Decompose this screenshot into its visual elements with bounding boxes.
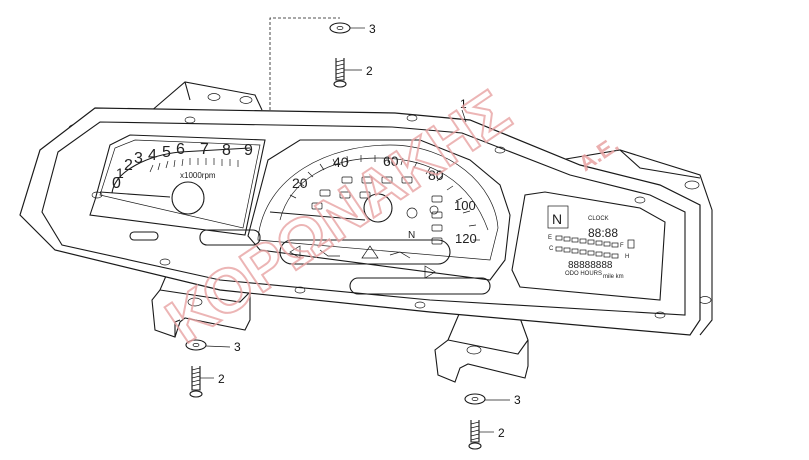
lcd-clock-value: 88:88 — [588, 226, 618, 240]
speed-number-100: 100 — [454, 198, 476, 213]
callout-2-screw-right: 2 — [498, 426, 505, 440]
lcd-gear-display: N — [552, 211, 562, 227]
oil-icon — [319, 249, 340, 257]
screw-left — [189, 366, 214, 398]
fuel-pump-icon — [627, 239, 635, 249]
speed-needle — [269, 211, 366, 221]
tach-number-7: 7 — [200, 141, 209, 158]
tach-number-4: 4 — [148, 147, 157, 164]
hazard-triangle-icon — [361, 245, 379, 259]
tach-number-3: 3 — [134, 150, 143, 167]
lcd-fuel-e: E — [548, 235, 552, 241]
speed-number-60: 60 — [383, 153, 399, 169]
washer-left — [185, 339, 207, 351]
speed-number-120: 120 — [455, 231, 477, 246]
tach-number-8: 8 — [222, 142, 231, 159]
warning-lamp-icon — [406, 207, 418, 219]
neutral-indicator: N — [408, 230, 415, 241]
left-bracket — [151, 254, 251, 338]
lcd-odo-units: mile km — [603, 274, 624, 280]
turn-right-icon — [424, 265, 436, 279]
lcd-odo-label: ODO HOURS — [565, 271, 602, 277]
lcd-bar-segments — [555, 235, 619, 259]
tach-ticks — [149, 158, 239, 173]
lcd-odo-value: 88888888 — [568, 260, 613, 271]
right-bracket — [434, 299, 529, 383]
left-bottom-fastener-stack — [185, 339, 231, 398]
tach-number-2: 2 — [124, 157, 133, 174]
tach-number-1: 1 — [116, 165, 124, 181]
right-bottom-fastener-stack — [464, 393, 510, 450]
assembly-leader-line — [269, 17, 340, 110]
lcd-clock-label: CLOCK — [588, 216, 609, 222]
callout-3-washer-left: 3 — [234, 340, 241, 354]
headlight-icon — [429, 205, 439, 215]
tach-number-5: 5 — [162, 144, 171, 161]
tachometer: 0 1 2 3 4 5 6 7 8 9 x1000rpm — [99, 141, 253, 215]
lcd-fuel-f: F — [620, 243, 624, 249]
oil-can-icon — [389, 251, 411, 259]
callout-2-screw-left: 2 — [218, 372, 225, 386]
speed-number-20: 20 — [292, 175, 308, 191]
speedometer: 20 40 60 80 100 120 N — [269, 153, 489, 279]
speed-number-80: 80 — [428, 167, 444, 183]
lcd-display: N CLOCK 88:88 E F C H 88888888 ODO HOURS… — [547, 205, 635, 280]
callout-1-panel: 1 — [460, 97, 467, 111]
tach-unit-label: x1000rpm — [180, 171, 216, 180]
tach-number-6: 6 — [176, 141, 185, 158]
callout-3-washer-top: 3 — [369, 22, 376, 36]
lcd-temp-h: H — [625, 254, 629, 260]
washer-right — [464, 393, 486, 405]
top-fastener-stack — [269, 17, 365, 110]
lcd-temp-c: C — [549, 246, 554, 252]
speed-number-40: 40 — [333, 154, 349, 170]
needle-hub — [363, 193, 393, 223]
screw-top — [333, 58, 362, 88]
gear-display-box — [547, 205, 569, 229]
turn-left-icon — [289, 245, 301, 259]
callout-2-screw-top: 2 — [366, 64, 373, 78]
tach-number-9: 9 — [244, 142, 253, 159]
washer-top — [329, 22, 351, 34]
tach-number-0: 0 — [112, 175, 121, 192]
indicator-lights — [311, 176, 443, 245]
speed-ticks — [289, 155, 480, 241]
screw-right — [468, 420, 494, 450]
callout-3-washer-right: 3 — [514, 393, 521, 407]
